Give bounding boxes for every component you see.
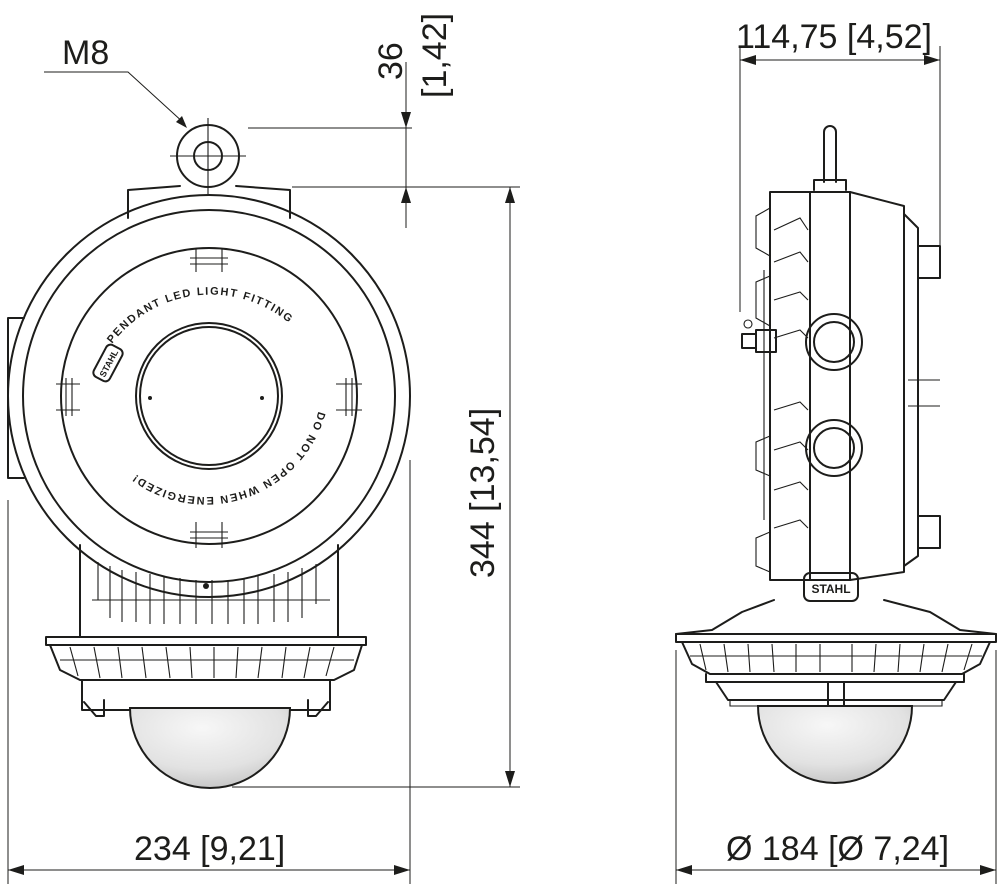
side-view: STAHL	[675, 125, 997, 784]
diameter-label: Ø 184 [Ø 7,24]	[726, 830, 949, 868]
svg-text:STAHL: STAHL	[811, 582, 850, 596]
eye-height-inch-label: [1,42]	[416, 13, 454, 98]
dome-side	[756, 705, 914, 784]
front-dimensions: M8 36 [1,42] 344 [13,54] 234 [9,21]	[7, 13, 520, 884]
eye-height-label: 36	[372, 42, 410, 80]
cable-glands	[741, 313, 863, 477]
width-label: 234 [9,21]	[134, 830, 285, 868]
stahl-logo-front: STAHL	[92, 343, 124, 383]
depth-label: 114,75 [4,52]	[736, 18, 932, 56]
total-height-label: 344 [13,54]	[464, 408, 502, 578]
ring-text-bottom: DO NOT OPEN WHEN ENERGIZED!	[130, 410, 327, 506]
dome-front	[128, 707, 292, 789]
ring-screws	[56, 248, 362, 548]
side-flange-fins	[690, 643, 982, 673]
thread-label: M8	[62, 34, 109, 72]
hanging-eye	[170, 118, 246, 194]
cooling-fins	[92, 562, 330, 624]
flange-fins	[60, 646, 354, 679]
side-dimensions: 114,75 [4,52] Ø 184 [Ø 7,24]	[675, 18, 997, 884]
stahl-logo-side: STAHL	[803, 572, 859, 602]
ring-text-top: PENDANT LED LIGHT FITTING	[105, 286, 296, 346]
front-view: PENDANT LED LIGHT FITTING DO NOT OPEN WH…	[7, 118, 411, 789]
side-fins	[755, 207, 809, 573]
